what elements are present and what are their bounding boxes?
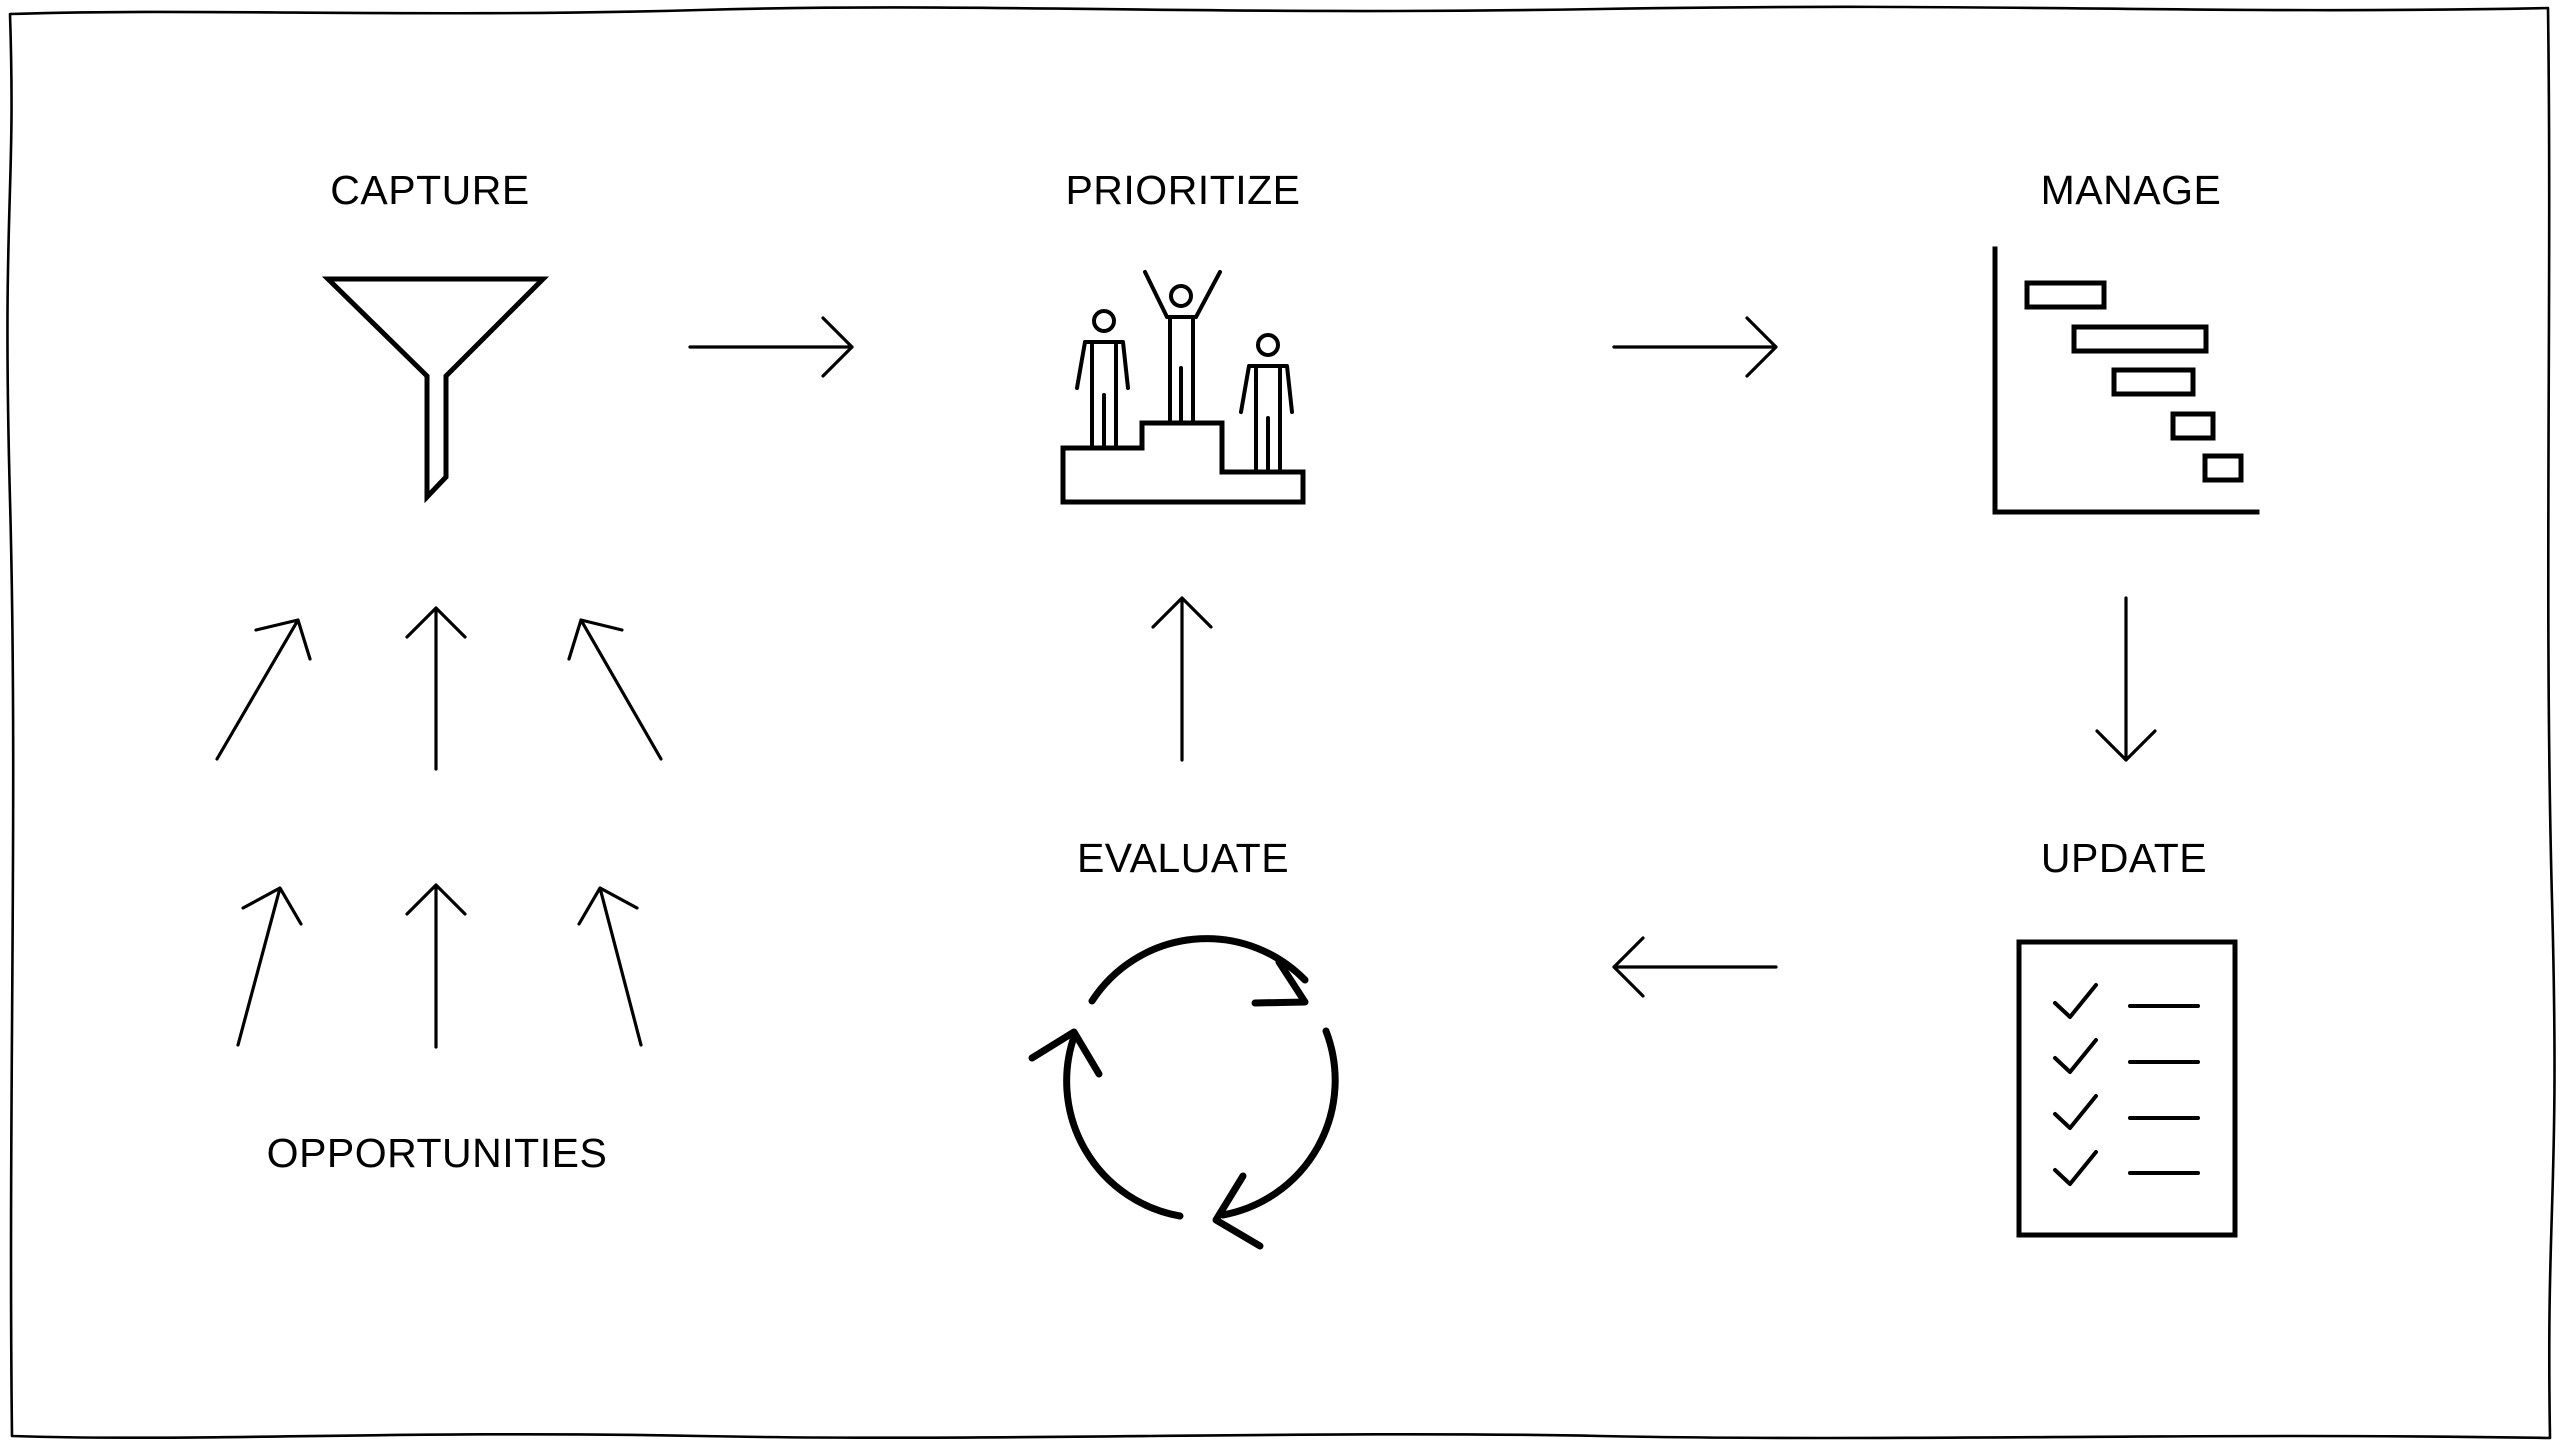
- stage-label-update: UPDATE: [2041, 835, 2207, 881]
- opportunity-arrow: [215, 618, 312, 761]
- funnel-icon: [321, 276, 550, 504]
- opportunities-label: OPPORTUNITIES: [267, 1130, 608, 1176]
- stage-label-evaluate: EVALUATE: [1077, 835, 1289, 881]
- opportunity-arrow: [577, 886, 643, 1047]
- arrow-prioritize-to-manage: [1612, 316, 1778, 378]
- opportunity-arrow: [405, 883, 467, 1049]
- arrow-capture-to-prioritize: [688, 316, 854, 378]
- cycle-arrows-icon: [1028, 935, 1339, 1250]
- arrow-update-to-evaluate: [1612, 936, 1778, 998]
- checklist-icon: [2016, 939, 2238, 1238]
- gantt-chart-icon: [1992, 246, 2260, 515]
- podium-icon: [1060, 270, 1306, 505]
- stage-label-manage: MANAGE: [2041, 167, 2222, 213]
- opportunity-arrow: [236, 886, 303, 1047]
- opportunity-arrow: [405, 606, 467, 771]
- stage-label-prioritize: PRIORITIZE: [1065, 167, 1300, 213]
- stage-label-capture: CAPTURE: [330, 167, 529, 213]
- opportunity-arrow: [567, 618, 663, 761]
- arrow-evaluate-to-prioritize: [1151, 596, 1213, 762]
- sketch-frame: [6, 5, 2556, 1440]
- arrow-manage-to-update: [2095, 596, 2157, 762]
